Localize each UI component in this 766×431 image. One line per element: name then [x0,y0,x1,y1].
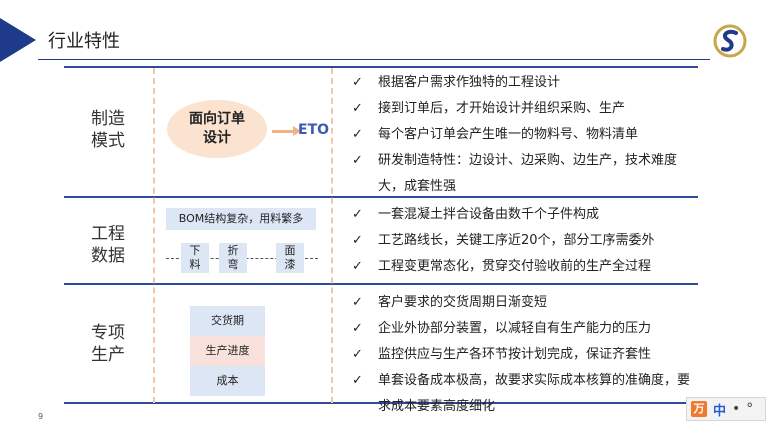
row-divider-top [64,66,698,68]
stack-box-progress: 生产进度 [190,336,265,366]
list-item: 监控供应与生产各环节按计划完成，保证齐套性 [352,342,702,368]
ime-toolbar[interactable]: 万 中 • ° [686,397,766,421]
bullet-list-production: 客户要求的交货周期日渐变短 企业外协部分装置，以减轻自有生产能力的压力 监控供应… [352,290,702,420]
list-item: 研发制造特性：边设计、边采购、边生产，技术难度大，成套性强 [352,148,702,200]
header-accent-shape [0,18,36,62]
bullet-list-manufacturing: 根据客户需求作独特的工程设计 接到订单后，才开始设计并组织采购、生产 每个客户订… [352,70,702,200]
list-item: 客户要求的交货周期日渐变短 [352,290,702,316]
process-step-painting: 面 漆 [276,243,304,273]
list-item: 工艺路线长，关键工序近20个，部分工序需委外 [352,228,702,254]
list-item: 企业外协部分装置，以减轻自有生产能力的压力 [352,316,702,342]
bullet-list-engineering: 一套混凝土拌合设备由数千个子件构成 工艺路线长，关键工序近20个，部分工序需委外… [352,202,702,280]
page-title: 行业特性 [48,31,120,52]
eto-oval-text: 面向订单设计 [189,111,245,146]
eto-oval: 面向订单设计 [167,100,267,158]
row-label-project-production: 专项 生产 [91,323,125,365]
row-label-manufacturing-mode: 制造 模式 [91,109,125,151]
process-step-cutting: 下 料 [181,243,209,273]
list-item: 接到订单后，才开始设计并组织采购、生产 [352,96,702,122]
process-step-bending: 折 弯 [219,243,247,273]
ime-punctuation-toggle[interactable]: • [732,401,741,417]
list-item: 每个客户订单会产生唯一的物料号、物料清单 [352,122,702,148]
page-number: 9 [38,412,44,421]
list-item: 工程变更常态化，贯穿交付验收前的生产全过程 [352,254,702,280]
ime-mode-toggle[interactable]: 中 [713,403,727,419]
list-item: 一套混凝土拌合设备由数千个子件构成 [352,202,702,228]
column-divider-left [153,68,155,403]
row-divider-2 [64,283,698,285]
stack-box-cost: 成本 [190,366,265,396]
ime-more-icon[interactable]: ° [746,401,754,417]
list-item: 单套设备成本极高，故要求实际成本核算的准确度，要求成本要素高度细化 [352,368,702,420]
eto-label: ETO [298,122,330,138]
column-divider-right [331,68,333,403]
row-label-engineering-data: 工程 数据 [91,224,125,266]
stack-box-delivery: 交货期 [190,306,265,336]
header-divider [38,59,710,60]
arrow-right-icon [272,126,301,136]
list-item: 根据客户需求作独特的工程设计 [352,70,702,96]
company-logo-icon [713,24,747,58]
bom-box: BOM结构复杂，用料繁多 [166,208,316,230]
ime-logo-icon[interactable]: 万 [691,401,707,417]
